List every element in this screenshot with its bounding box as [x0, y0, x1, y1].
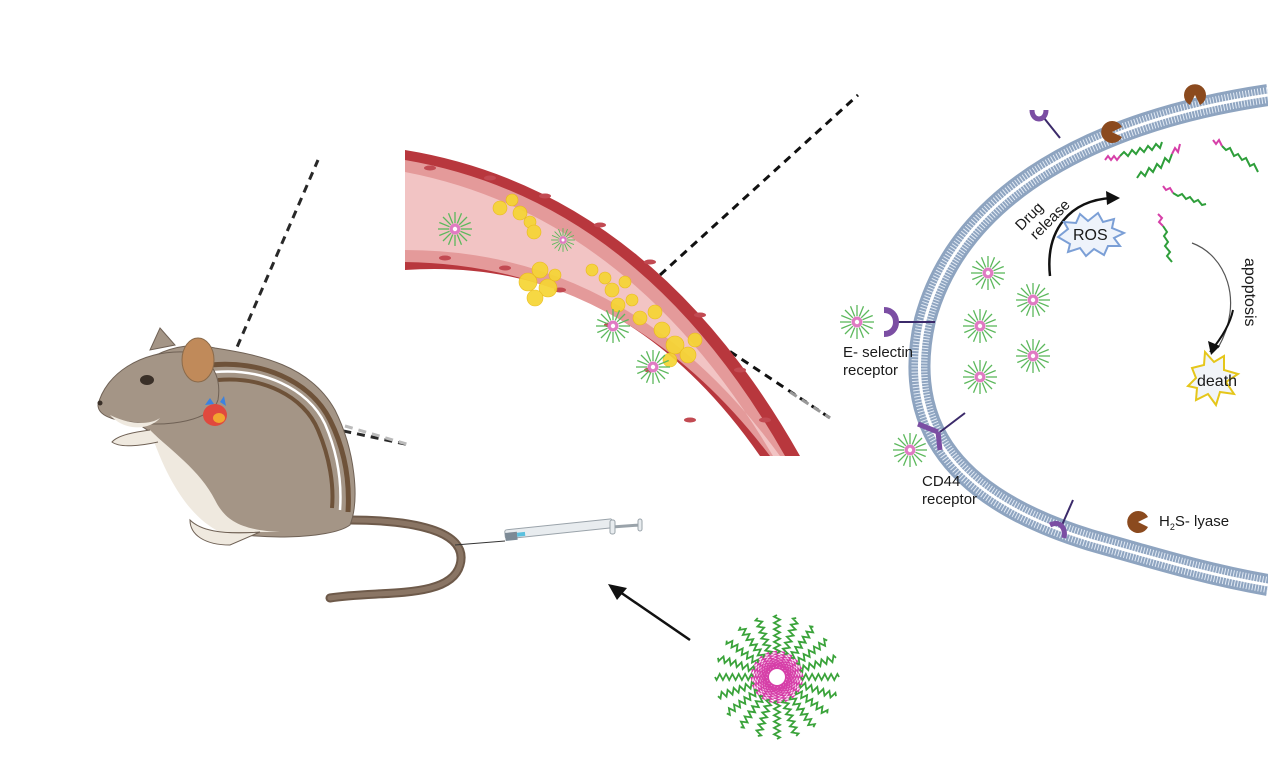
micelle-corona-chain: [794, 689, 829, 715]
micelle-corona-chain: [753, 617, 774, 655]
plaque-lipid-droplets: [492, 193, 703, 368]
h2s-lyase-label: H2S- lyase: [1159, 513, 1229, 536]
micelle-corona-chain: [714, 672, 754, 682]
h2s-lyase-label-h: H: [1159, 513, 1170, 530]
blood-vessel-cross-section: [405, 150, 800, 456]
micelle-corona-chain: [798, 681, 837, 700]
released-drug-chains: [1104, 138, 1259, 263]
receptor-bottom: [1048, 499, 1074, 539]
micelle-corona-chain: [754, 698, 773, 737]
micelle-core-chain: [785, 664, 803, 679]
micelle-corona-chain: [789, 625, 815, 660]
apoptosis-arrow: [1191, 242, 1234, 355]
e-selectin-label-line2: receptor: [843, 362, 899, 379]
ros-starburst-icon: [1056, 211, 1127, 258]
ros-label: ROS: [1073, 227, 1108, 244]
e-selectin-label-line1: E- selectin: [843, 344, 914, 361]
e-selectin-receptor: [883, 307, 935, 337]
h2s-lyase-label-rest: S- lyase: [1174, 513, 1230, 530]
cd44-label-line2: receptor: [922, 491, 978, 508]
micelle-corona-chain: [726, 688, 758, 717]
micelle-corona-chain: [788, 696, 817, 728]
e-selectin-label: E- selectin receptor: [843, 344, 913, 380]
micelle-corona-chain: [725, 639, 760, 665]
nanoparticle-micelle-icon: [714, 614, 840, 740]
micelle-corona-chain: [739, 694, 765, 729]
micelle-corona-chain: [737, 626, 766, 658]
cd44-receptor: [917, 412, 966, 451]
cd44-label-line1: CD44: [922, 473, 961, 490]
drug-release-arrow: [1048, 191, 1120, 277]
cd44-label: CD44 receptor: [922, 473, 977, 509]
micelle-corona-chain: [796, 637, 828, 666]
death-starburst-icon: [1186, 349, 1241, 408]
micelle-corona-chain: [717, 654, 756, 673]
cell-membrane-arc: [908, 84, 1268, 596]
micelle-corona-chain: [717, 680, 755, 701]
mouse-illustration: [97, 327, 466, 603]
receptors: [883, 109, 1074, 539]
micelle-corona-chain: [780, 699, 801, 737]
apoptosis-label: apoptosis: [1241, 258, 1258, 327]
h2s-lyase-enzymes: [1101, 84, 1206, 533]
death-label: death: [1197, 373, 1238, 390]
micelle-corona-chain: [800, 672, 840, 682]
micelle-corona-chain: [799, 653, 837, 674]
micelle-corona-chain: [772, 700, 782, 740]
micelle-corona-chain: [781, 617, 800, 656]
micelle-corona-chain: [772, 614, 782, 654]
heart-icon: [203, 396, 227, 426]
injection-arrow: [608, 584, 691, 642]
syringe-icon: [454, 518, 643, 546]
h2s-lyase-label-sub: 2: [1169, 522, 1175, 532]
receptor-top: [1029, 109, 1061, 139]
